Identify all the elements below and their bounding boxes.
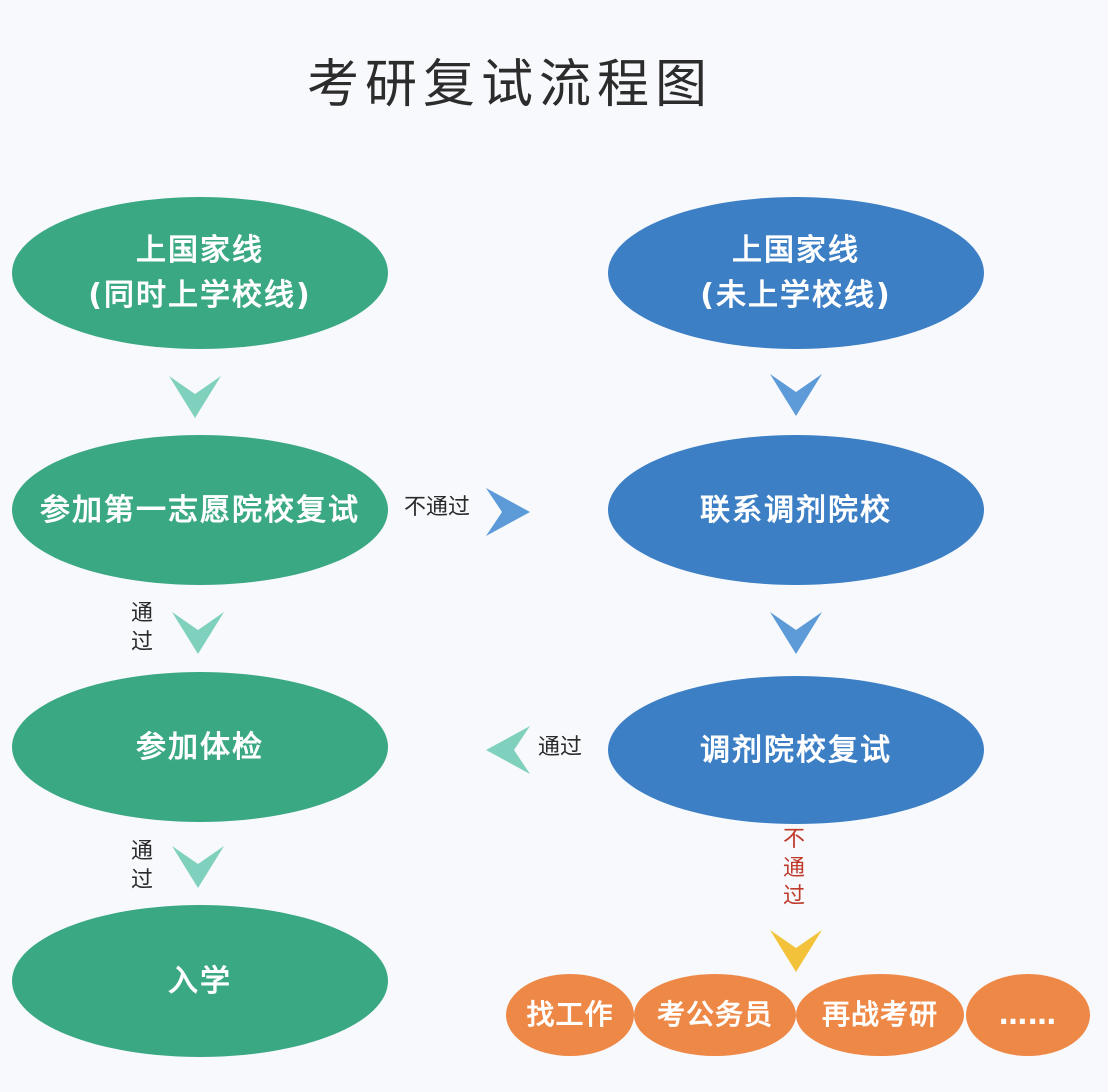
green-down-arrow-3 bbox=[172, 846, 224, 888]
left-node-national-and-school-line: 上国家线 (同时上学校线) bbox=[12, 197, 388, 349]
left-node-enrollment: 入学 bbox=[12, 905, 388, 1057]
right-node-adjust-retest: 调剂院校复试 bbox=[608, 676, 984, 824]
right-node-national-line-only: 上国家线 (未上学校线) bbox=[608, 197, 984, 349]
outcome-find-job: 找工作 bbox=[506, 974, 634, 1056]
blue-down-arrow-2 bbox=[770, 612, 822, 654]
right-node-1-line-1: 上国家线 bbox=[732, 233, 860, 268]
left-node-first-choice-retest: 参加第一志愿院校复试 bbox=[12, 435, 388, 585]
left-pass-label-2: 通过 bbox=[130, 839, 153, 893]
adjust-fail-label: 不通过 bbox=[782, 827, 805, 910]
right-node-2-label: 联系调剂院校 bbox=[700, 492, 892, 528]
outcome-1-label: 找工作 bbox=[526, 998, 614, 1031]
outcome-retry-exam: 再战考研 bbox=[796, 974, 964, 1056]
blue-right-arrow bbox=[486, 488, 530, 536]
left-node-physical-exam: 参加体检 bbox=[12, 672, 388, 822]
outcome-3-label: 再战考研 bbox=[821, 998, 938, 1031]
left-node-2-label: 参加第一志愿院校复试 bbox=[40, 492, 360, 528]
left-node-3-label: 参加体检 bbox=[136, 729, 264, 765]
left-node-4-label: 入学 bbox=[168, 963, 232, 999]
left-node-1-line-1: 上国家线 bbox=[136, 233, 264, 268]
fail-to-adjust-label: 不通过 bbox=[404, 495, 471, 520]
right-node-3-label: 调剂院校复试 bbox=[700, 732, 892, 768]
outcome-4-label: …… bbox=[999, 998, 1057, 1031]
page-title: 考研复试流程图 bbox=[306, 55, 713, 115]
left-pass-label-1: 通过 bbox=[130, 601, 153, 655]
right-node-contact-adjust-schools: 联系调剂院校 bbox=[608, 435, 984, 585]
outcome-ellipsis: …… bbox=[966, 974, 1090, 1056]
green-left-arrow bbox=[486, 726, 530, 774]
outcome-2-label: 考公务员 bbox=[656, 998, 773, 1031]
outcome-civil-service: 考公务员 bbox=[634, 974, 796, 1056]
green-down-arrow-1 bbox=[169, 376, 221, 418]
left-node-1-line-2: (同时上学校线) bbox=[88, 278, 312, 313]
pass-to-exam-label: 通过 bbox=[538, 735, 583, 760]
blue-down-arrow-1 bbox=[770, 374, 822, 416]
green-down-arrow-2 bbox=[172, 612, 224, 654]
yellow-down-arrow bbox=[770, 930, 822, 972]
right-node-1-line-2: (未上学校线) bbox=[700, 278, 892, 313]
